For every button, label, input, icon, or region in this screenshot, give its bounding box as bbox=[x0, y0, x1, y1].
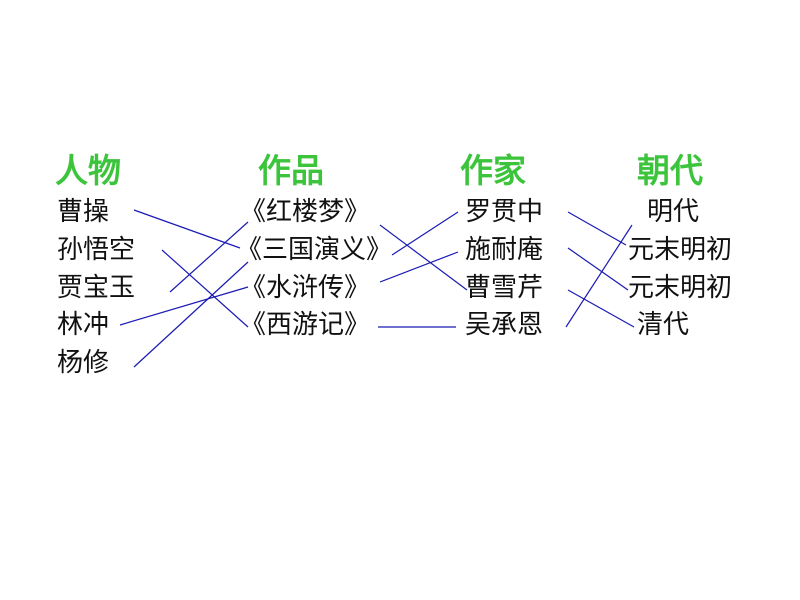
link-sanguo-luoguanzhong bbox=[391, 211, 459, 256]
person-item: 孙悟空 bbox=[57, 235, 136, 265]
link-shinaian-yuanmo bbox=[567, 247, 629, 291]
link-luoguanzhong-yuanmo bbox=[567, 211, 627, 246]
link-linchong-shuihu bbox=[119, 286, 249, 326]
header-authors: 作家 bbox=[460, 151, 526, 190]
person-item: 林冲 bbox=[57, 310, 110, 340]
work-item: 《西游记》 bbox=[240, 310, 371, 340]
dynasty-item: 元末明初 bbox=[628, 235, 733, 265]
link-sunwukong-xiyouji bbox=[161, 249, 249, 328]
header-dynasties: 朝代 bbox=[637, 151, 703, 190]
link-caoxueqin-qing bbox=[567, 289, 635, 328]
work-item: 《三国演义》 bbox=[236, 235, 393, 265]
work-item: 《水浒传》 bbox=[240, 273, 371, 303]
link-hongloumeng-caoxueqin bbox=[379, 224, 468, 291]
dynasty-item: 清代 bbox=[637, 310, 690, 340]
dynasty-item: 元末明初 bbox=[628, 273, 733, 303]
person-item: 曹操 bbox=[57, 197, 110, 227]
dynasty-item: 明代 bbox=[647, 197, 700, 227]
author-item: 吴承恩 bbox=[465, 310, 544, 340]
header-works: 作品 bbox=[258, 151, 324, 190]
author-item: 罗贯中 bbox=[465, 197, 544, 227]
person-item: 杨修 bbox=[57, 348, 110, 378]
link-yangxiu-sanguo bbox=[133, 261, 249, 368]
author-item: 施耐庵 bbox=[465, 235, 544, 265]
link-caocao-sanguo bbox=[133, 209, 241, 249]
person-item: 贾宝玉 bbox=[57, 273, 136, 303]
link-jiabaoyu-hongloumeng bbox=[169, 221, 249, 293]
header-people: 人物 bbox=[55, 151, 121, 190]
work-item: 《红楼梦》 bbox=[240, 197, 371, 227]
author-item: 曹雪芹 bbox=[465, 273, 544, 303]
link-shuihu-shinaian bbox=[379, 251, 459, 283]
link-wuchengen-ming bbox=[565, 224, 633, 328]
